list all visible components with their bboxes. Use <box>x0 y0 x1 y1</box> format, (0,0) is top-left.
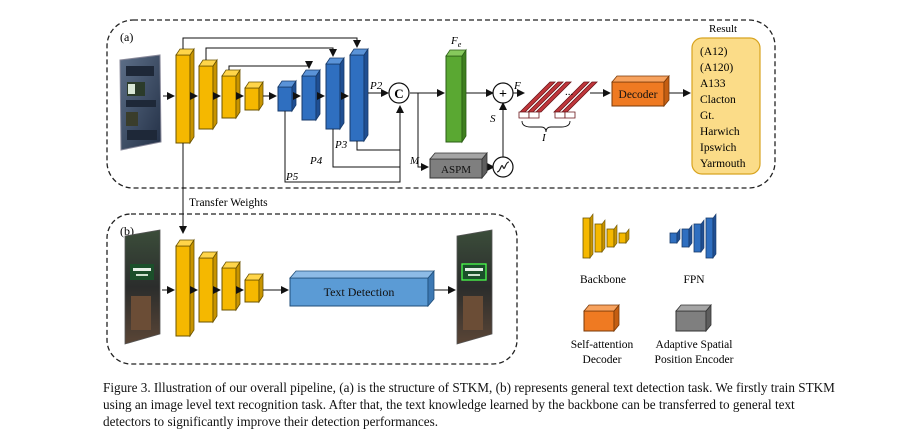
result-item: (A12) <box>700 46 728 58</box>
panel-a-label: (a) <box>120 30 133 44</box>
transfer-weights-label: Transfer Weights <box>189 197 268 209</box>
label-f: F <box>513 80 521 92</box>
panel-b-frame <box>106 213 518 365</box>
sigmoid-icon <box>492 156 514 178</box>
panel-b-label: (b) <box>120 224 134 238</box>
legend-aspe-label-2: Position Encoder <box>655 354 734 366</box>
legend-fpn-label: FPN <box>683 274 705 286</box>
feature-stack: ... I <box>518 81 598 144</box>
fe-block <box>445 48 467 144</box>
legend-aspe-icon <box>675 303 712 333</box>
text-detection-label: Text Detection <box>324 285 395 299</box>
input-sign-image <box>119 54 162 151</box>
caption-line-2: using an image level text recognition ta… <box>103 397 795 412</box>
figure-caption: Figure 3. Illustration of our overall pi… <box>103 379 893 430</box>
legend-decoder-label-1: Self-attention <box>571 339 634 351</box>
legend-backbone-label: Backbone <box>580 274 626 286</box>
result-item: Clacton <box>700 94 736 106</box>
panel-a-frame <box>106 19 776 189</box>
label-fe: Fe <box>450 35 462 49</box>
label-fe-sub: e <box>458 40 462 49</box>
concat-node: C <box>388 82 410 104</box>
plus-node: + <box>492 82 514 104</box>
result-title: Result <box>709 23 737 35</box>
backbone-b <box>175 238 264 338</box>
legend-decoder-label-2: Decoder <box>583 354 622 366</box>
text-detection-block: Text Detection <box>289 269 435 308</box>
result-item: Gt. <box>700 110 715 122</box>
plus-symbol: + <box>499 87 507 102</box>
concat-symbol: C <box>394 86 403 101</box>
result-box <box>691 37 761 175</box>
stack-dots: ... <box>565 86 574 98</box>
decoder-block: Decoder <box>611 74 670 108</box>
aspm-label: ASPM <box>441 164 471 176</box>
decoder-label: Decoder <box>619 89 658 101</box>
fpn-a <box>277 47 369 143</box>
result-item: (A120) <box>700 62 733 74</box>
label-p2: P2 <box>369 80 383 92</box>
result-item: Yarmouth <box>700 158 746 170</box>
result-list: (A12) (A120) A133 Clacton Gt. Harwich Ip… <box>700 46 746 170</box>
label-p3: P3 <box>334 139 348 151</box>
backbone-a <box>175 47 264 145</box>
label-p4: P4 <box>309 155 323 167</box>
label-p5: P5 <box>285 171 299 183</box>
connections-a <box>163 37 691 183</box>
aspm-block: ASPM <box>429 151 488 180</box>
pipeline-diagram: (a) <box>106 19 776 366</box>
legend-decoder-icon <box>583 303 620 333</box>
caption-line-1: Figure 3. Illustration of our overall pi… <box>103 380 835 395</box>
caption-line-3: detectors to significantly improve their… <box>103 414 439 429</box>
legend-aspe-label-1: Adaptive Spatial <box>656 339 733 351</box>
input-photo-b <box>124 229 161 345</box>
label-m: M <box>409 155 420 167</box>
output-photo-b <box>456 229 493 345</box>
label-i: I <box>541 132 547 144</box>
legend-fpn-icon <box>669 213 717 259</box>
result-item: Ipswich <box>700 142 737 154</box>
result-item: Harwich <box>700 126 740 138</box>
legend-backbone-icon <box>582 213 630 259</box>
label-s: S <box>490 113 496 125</box>
result-item: A133 <box>700 78 726 90</box>
